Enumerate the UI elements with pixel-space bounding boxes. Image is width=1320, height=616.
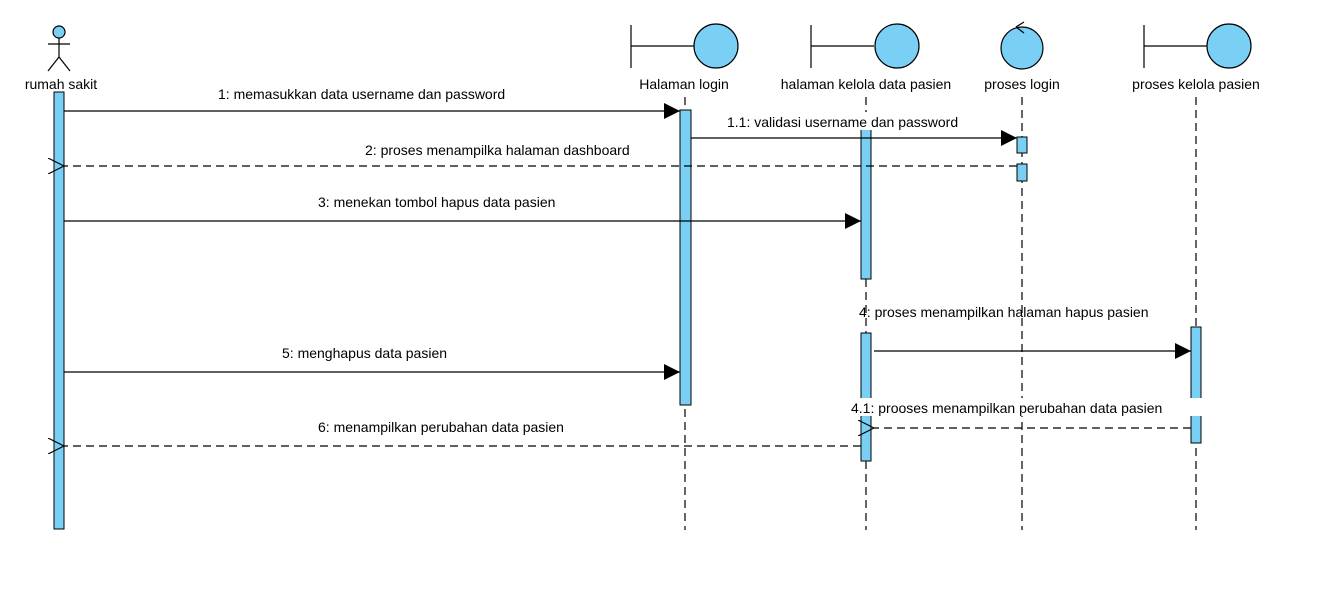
message-label-background xyxy=(849,398,1203,416)
message-label: 1.1: validasi username dan password xyxy=(727,114,958,130)
message-3: 3: menekan tombol hapus data pasien xyxy=(64,194,861,229)
message-label: 4.1: prooses menampilkan perubahan data … xyxy=(851,400,1162,416)
boundary-proses-kelola: proses kelola pasien xyxy=(1132,23,1260,92)
activation-actor xyxy=(53,91,65,530)
participant-label-halaman-kelola: halaman kelola data pasien xyxy=(781,76,951,92)
participant-label-actor: rumah sakit xyxy=(25,76,97,92)
message-4: 4: proses menampilkan halaman hapus pasi… xyxy=(859,304,1191,359)
message-4-1: 4.1: prooses menampilkan perubahan data … xyxy=(849,398,1203,428)
boundary-halaman-login: Halaman login xyxy=(630,23,739,92)
message-label: 4: proses menampilkan halaman hapus pasi… xyxy=(859,304,1149,320)
message-6: 6: menampilkan perubahan data pasien xyxy=(64,419,861,446)
message-label: 3: menekan tombol hapus data pasien xyxy=(318,194,555,210)
activation-proses-login-2 xyxy=(1016,163,1028,182)
activation-proses-kelola xyxy=(1190,326,1202,444)
message-1: 1: memasukkan data username dan password xyxy=(64,86,680,119)
message-label: 1: memasukkan data username dan password xyxy=(218,86,505,102)
activation-halaman-kelola-2 xyxy=(860,332,872,462)
participant-label-halaman-login: Halaman login xyxy=(639,76,729,92)
boundary-icon xyxy=(810,23,920,69)
message-5: 5: menghapus data pasien xyxy=(64,345,680,380)
boundary-icon xyxy=(630,23,739,69)
activation-halaman-login xyxy=(679,109,692,406)
boundary-halaman-kelola: halaman kelola data pasien xyxy=(781,23,951,92)
actor-rumah-sakit: rumah sakit xyxy=(25,25,97,92)
participant-label-proses-login: proses login xyxy=(984,76,1060,92)
control-icon xyxy=(1000,21,1044,70)
boundary-icon xyxy=(1143,23,1252,69)
message-2: 2: proses menampilka halaman dashboard xyxy=(64,142,1017,166)
message-1-1: 1.1: validasi username dan password xyxy=(691,112,1017,146)
control-proses-login: proses login xyxy=(984,21,1060,92)
message-label: 2: proses menampilka halaman dashboard xyxy=(365,142,630,158)
message-label-background xyxy=(725,112,983,130)
activation-halaman-kelola-1 xyxy=(860,123,872,280)
activation-proses-login-1 xyxy=(1016,136,1028,154)
participant-label-proses-kelola: proses kelola pasien xyxy=(1132,76,1260,92)
stick-figure-icon xyxy=(47,25,71,72)
message-label: 6: menampilkan perubahan data pasien xyxy=(318,419,564,435)
message-label: 5: menghapus data pasien xyxy=(282,345,447,361)
